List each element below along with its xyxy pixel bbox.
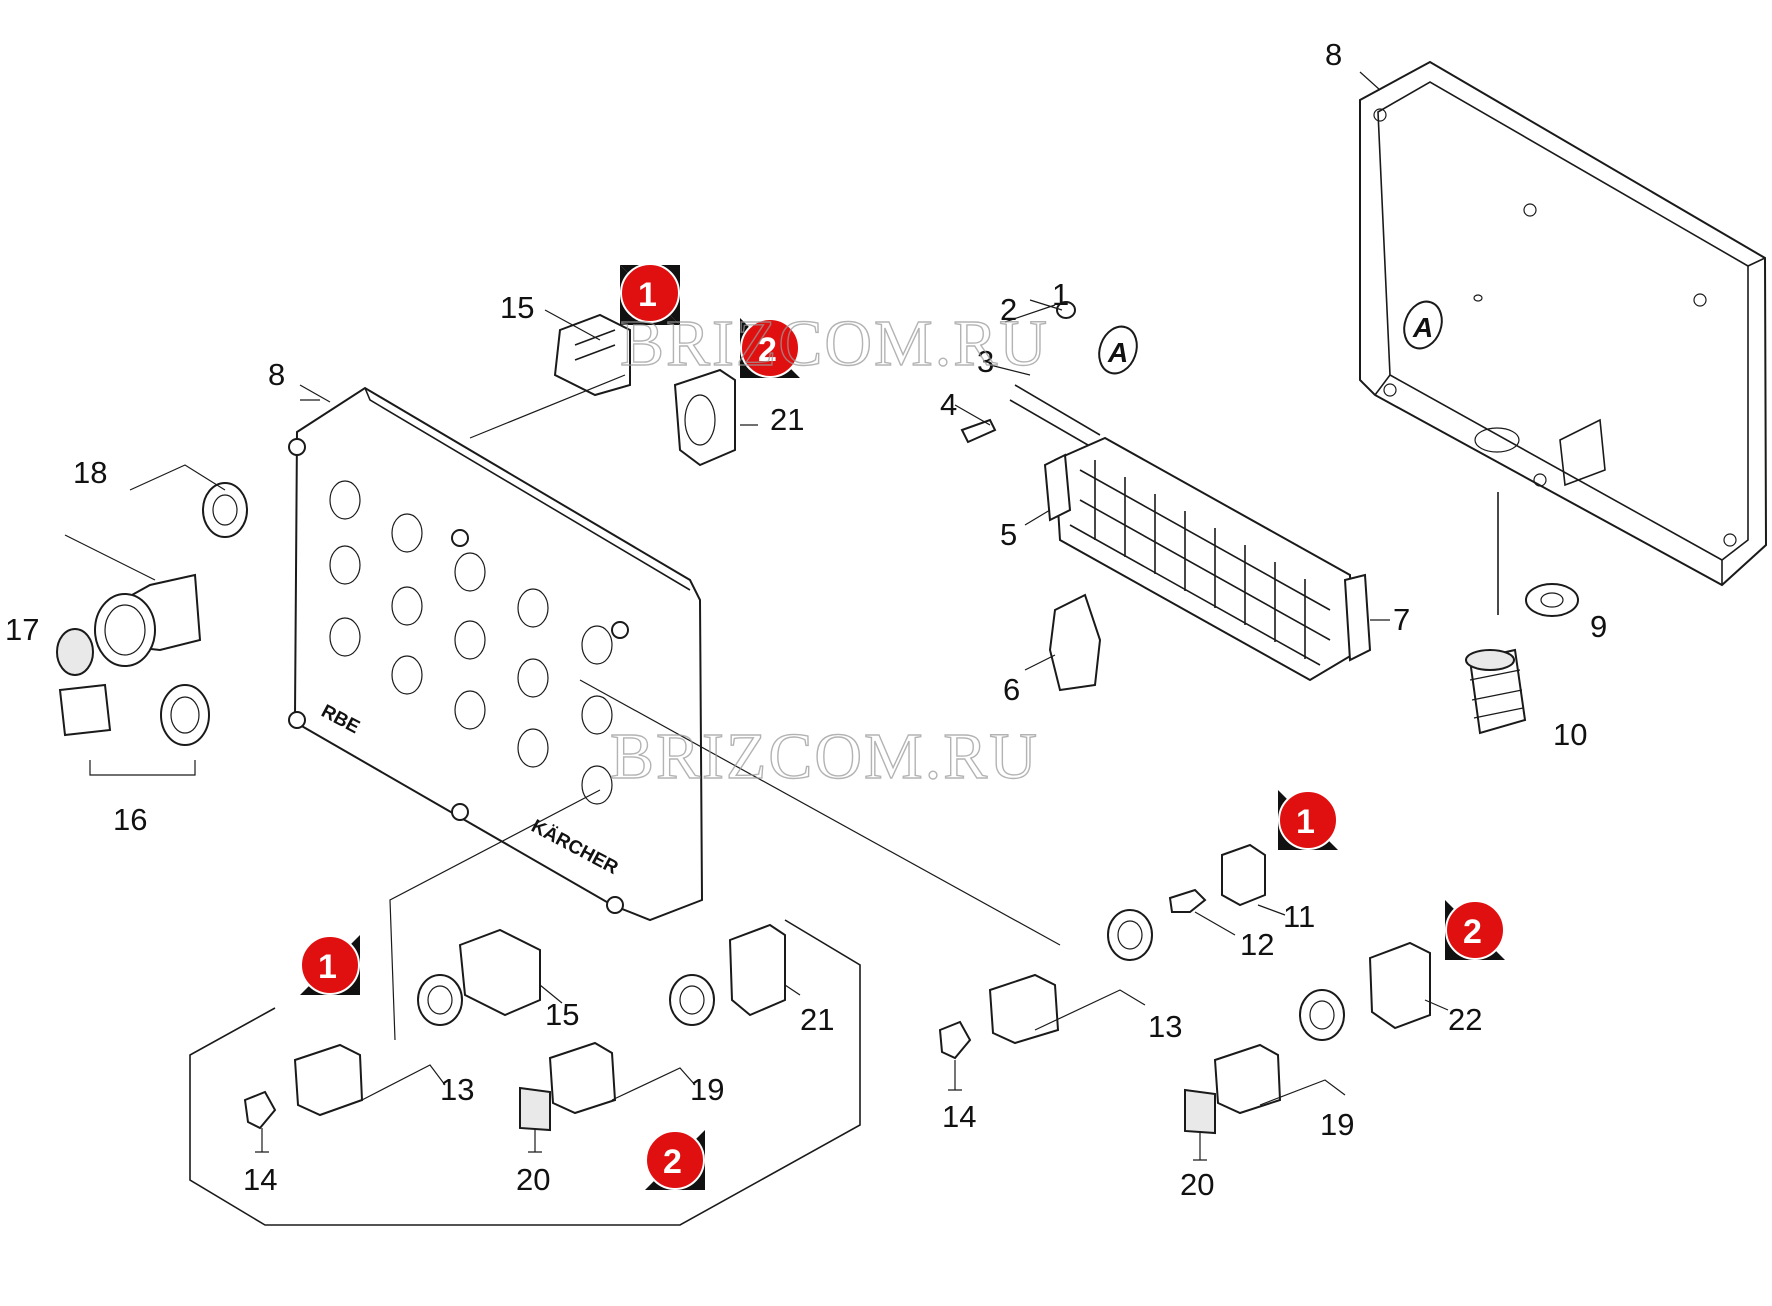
leader-lines [64, 71, 1449, 1161]
callout-16: 16 [113, 802, 147, 837]
callout-3: 3 [977, 344, 994, 379]
callout-20-left: 20 [516, 1162, 550, 1197]
bottom-right-kit [938, 843, 1431, 1135]
top-contact-blocks [553, 313, 736, 467]
callout-10: 10 [1553, 717, 1587, 752]
badge-two-bottom-left: 2 [645, 1130, 705, 1190]
callout-17: 17 [5, 612, 39, 647]
callout-1: 1 [1052, 277, 1069, 312]
badge-one-bottom-left: 1 [300, 935, 360, 995]
callout-19-left: 19 [690, 1072, 724, 1107]
callout-8-panel: 8 [268, 357, 285, 392]
svg-text:1: 1 [1296, 803, 1315, 841]
enclosure-housing [1359, 60, 1768, 587]
screw-part [960, 418, 997, 444]
watermark-middle: BRIZCOM.RU [610, 720, 1039, 793]
callout-14-left: 14 [243, 1162, 277, 1197]
callout-12: 12 [1240, 927, 1274, 962]
svg-text:A: A [1107, 337, 1128, 368]
callout-14-right: 14 [942, 1099, 976, 1134]
callout-labels: 1 2 3 4 5 6 7 8 8 9 10 11 12 13 13 14 14… [5, 37, 1607, 1202]
nut-part [1056, 301, 1076, 319]
callout-18: 18 [73, 455, 107, 490]
callout-13-right: 13 [1148, 1009, 1182, 1044]
callout-6: 6 [1003, 672, 1020, 707]
reference-mark-housing: A [1403, 300, 1443, 350]
svg-text:1: 1 [638, 276, 657, 314]
callout-11: 11 [1283, 899, 1315, 934]
badge-two-right: 2 [1445, 900, 1505, 960]
callout-15-top: 15 [500, 290, 534, 325]
callout-7: 7 [1393, 602, 1410, 637]
svg-text:2: 2 [663, 1143, 682, 1181]
callout-8-housing: 8 [1325, 37, 1342, 72]
svg-text:A: A [1412, 312, 1433, 343]
panel-holes [329, 480, 613, 805]
callout-22: 22 [1448, 1002, 1482, 1037]
callout-4: 4 [940, 387, 957, 422]
svg-text:2: 2 [1463, 913, 1482, 951]
callout-13-left: 13 [440, 1072, 474, 1107]
callout-21-top: 21 [770, 402, 804, 437]
callout-9: 9 [1590, 609, 1607, 644]
svg-text:1: 1 [318, 948, 337, 986]
callout-15-bottom: 15 [545, 997, 579, 1032]
terminal-block-assembly [960, 301, 1372, 692]
bottom-left-kit [189, 919, 861, 1226]
callout-20-right: 20 [1180, 1167, 1214, 1202]
callout-2: 2 [1000, 292, 1017, 327]
svg-text:2: 2 [758, 331, 777, 369]
badge-one-top: 1 [620, 263, 680, 325]
badge-two-top: 2 [740, 318, 800, 378]
reference-mark-top: A [1098, 325, 1138, 375]
signal-lamp-group [56, 482, 248, 746]
front-panel: RBE KÄRCHER [288, 386, 704, 922]
panel-screws [288, 438, 629, 914]
watermark-top: BRIZCOM.RU [620, 307, 1049, 380]
callout-21-bottom: 21 [800, 1002, 834, 1037]
cable-gland [1465, 492, 1579, 735]
callout-19-right: 19 [1320, 1107, 1354, 1142]
badge-one-right: 1 [1278, 790, 1338, 850]
callout-5: 5 [1000, 517, 1017, 552]
